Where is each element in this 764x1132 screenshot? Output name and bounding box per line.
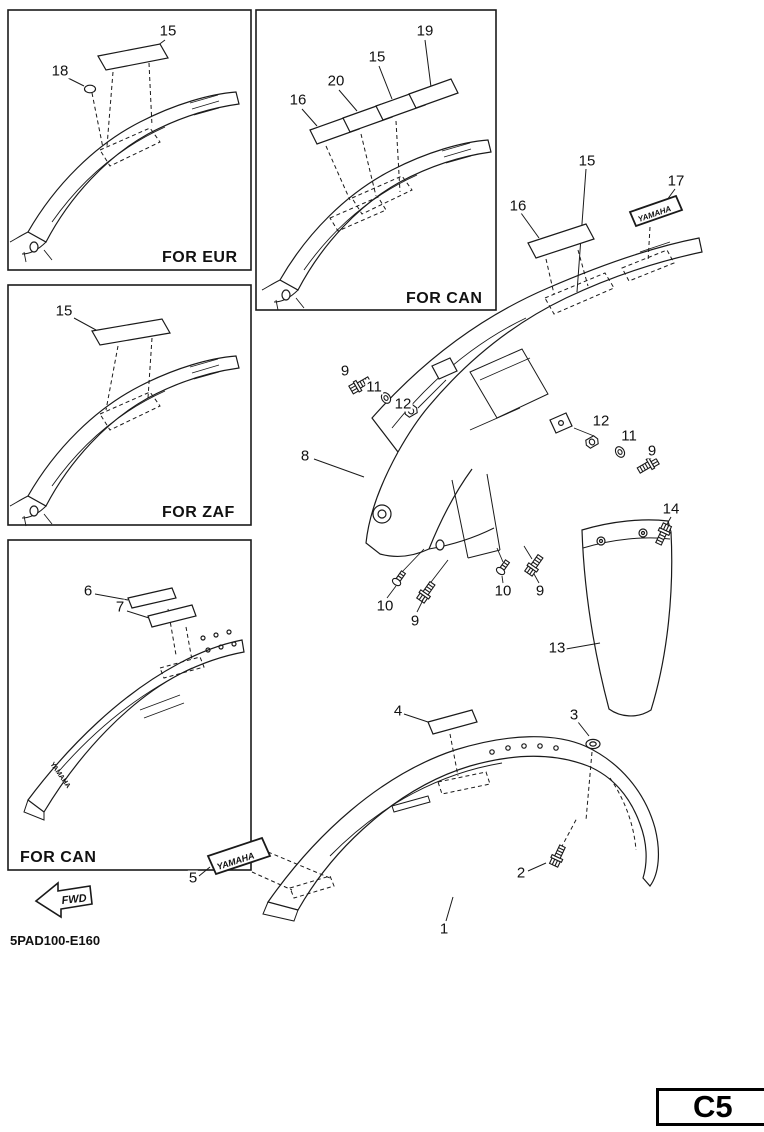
callout-9: 9 [646, 442, 658, 460]
inset-label-can-rear: FOR CAN [406, 290, 483, 308]
callout-7: 7 [114, 598, 126, 616]
callout-11: 11 [365, 378, 383, 396]
callout-19: 19 [415, 22, 435, 40]
front-fender-main-drawing [198, 709, 660, 922]
callout-20: 20 [326, 72, 346, 90]
inset-box-can-front [7, 539, 252, 871]
rear-fender-can-drawing [261, 39, 492, 311]
callout-1: 1 [438, 920, 450, 938]
page-label: C5 [693, 1089, 733, 1124]
rear-fender-main-drawing [313, 168, 703, 559]
callout-15: 15 [577, 152, 597, 170]
inset-label-can-front: FOR CAN [20, 849, 97, 867]
inset-box-eur [7, 9, 252, 271]
callout-9: 9 [534, 582, 546, 600]
page-label-box: C5 [656, 1088, 764, 1126]
inset-label-zaf: FOR ZAF [162, 504, 235, 522]
callout-10: 10 [493, 582, 513, 600]
front-fender-can-drawing [23, 587, 245, 821]
callout-15: 15 [54, 302, 74, 320]
callout-12: 12 [591, 412, 611, 430]
callout-8: 8 [299, 447, 311, 465]
rear-fender-eur-drawing [9, 39, 240, 263]
callout-16: 16 [288, 91, 308, 109]
callout-16: 16 [508, 197, 528, 215]
callout-9: 9 [409, 612, 421, 630]
fwd-arrow-label: FWD [61, 892, 87, 907]
rear-fender-zaf-drawing [9, 317, 240, 527]
callout-4: 4 [392, 702, 404, 720]
callout-15: 15 [158, 22, 178, 40]
inset-box-zaf [7, 284, 252, 526]
callout-13: 13 [547, 639, 567, 657]
fwd-arrow-icon [34, 881, 93, 919]
callout-6: 6 [82, 582, 94, 600]
diagram-code: 5PAD100-E160 [10, 933, 101, 948]
callout-15: 15 [367, 48, 387, 66]
rear-fender-hardware [347, 373, 661, 613]
inset-box-can-rear [255, 9, 497, 311]
mud-flap-drawing [565, 516, 674, 717]
callout-3: 3 [568, 706, 580, 724]
callout-11: 11 [620, 427, 638, 445]
callout-9: 9 [339, 362, 351, 380]
callout-5: 5 [187, 869, 199, 887]
callout-2: 2 [515, 864, 527, 882]
callout-14: 14 [661, 500, 681, 518]
callout-10: 10 [375, 597, 395, 615]
callout-12: 12 [393, 395, 413, 413]
callout-17: 17 [666, 172, 686, 190]
inset-label-eur: FOR EUR [162, 249, 238, 267]
callout-18: 18 [50, 62, 70, 80]
